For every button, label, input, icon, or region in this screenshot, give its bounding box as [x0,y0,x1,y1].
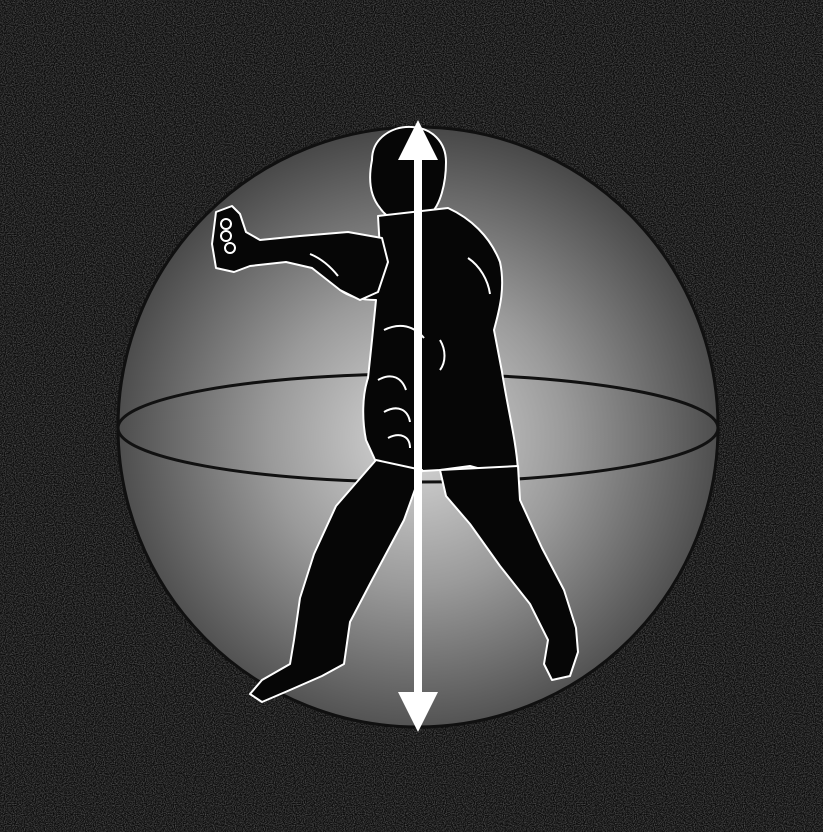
illustration [0,0,823,832]
